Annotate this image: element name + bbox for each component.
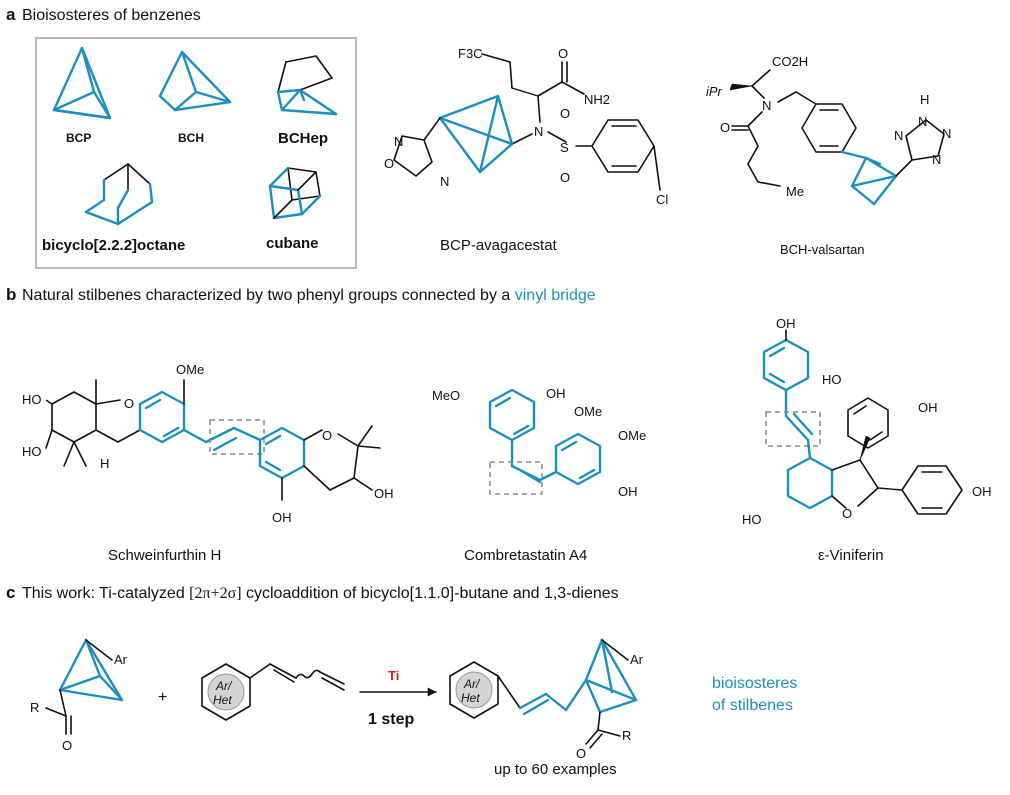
avagacestat-ox-o: O bbox=[384, 156, 394, 171]
bioisostere-tag-line1: bioisosteres bbox=[712, 675, 797, 692]
avagacestat-ox-n2: N bbox=[440, 174, 449, 189]
bioisostere-box bbox=[35, 37, 357, 269]
viniferin-structure: OH HO O OH HO OH bbox=[742, 316, 992, 527]
bcb-reactant: Ar R O bbox=[30, 638, 128, 753]
section-a: a Bioisosteres of benzenes BCP BCH bbox=[6, 5, 951, 269]
viniferin-oh-top: OH bbox=[776, 316, 796, 331]
bicyclooctane-structure bbox=[84, 163, 154, 226]
product-r: R bbox=[622, 728, 631, 743]
valsartan-tz-n1: N bbox=[918, 114, 927, 129]
bicyclooctane-label: bicyclo[2.2.2]octane bbox=[42, 237, 185, 254]
combretastatin-ome2: OMe bbox=[618, 428, 646, 443]
bcp-label: BCP bbox=[66, 131, 91, 145]
r1-r: R bbox=[30, 700, 39, 715]
section-b: b Natural stilbenes characterized by two… bbox=[6, 285, 992, 564]
valsartan-tz-n4: N bbox=[894, 128, 903, 143]
avagacestat-n: N bbox=[534, 124, 543, 139]
valsartan-name: BCH-valsartan bbox=[780, 242, 865, 257]
plus-sign: + bbox=[158, 689, 167, 706]
catalyst-ti: Ti bbox=[388, 668, 399, 683]
viniferin-ho: HO bbox=[822, 372, 842, 387]
combretastatin-structure: MeO OH OMe OMe OH bbox=[432, 386, 646, 499]
valsartan-tz-h: H bbox=[920, 92, 929, 107]
step-count: 1 step bbox=[368, 711, 414, 728]
r1-o: O bbox=[62, 738, 72, 753]
schweinfurthin-o1: O bbox=[124, 396, 134, 411]
viniferin-ho-bot: HO bbox=[742, 512, 762, 527]
avagacestat-so-o2: O bbox=[560, 170, 570, 185]
product-ar-label: Ar bbox=[630, 652, 644, 667]
cubane-label: cubane bbox=[266, 235, 319, 252]
valsartan-tz-n2: N bbox=[942, 126, 951, 141]
section-a-title: Bioisosteres of benzenes bbox=[22, 7, 201, 24]
schweinfurthin-structure: OMe HO HO H O bbox=[22, 362, 394, 525]
section-c-title-a: This work: Ti-catalyzed bbox=[22, 585, 189, 602]
reaction-arrow: Ti 1 step bbox=[359, 668, 437, 728]
combretastatin-ome1: OMe bbox=[574, 404, 602, 419]
valsartan-me: Me bbox=[786, 184, 804, 199]
r1-ar: Ar bbox=[114, 652, 128, 667]
section-b-title: Natural stilbenes characterized by two p… bbox=[22, 287, 596, 304]
combretastatin-oh1: OH bbox=[546, 386, 566, 401]
avagacestat-s: S bbox=[560, 140, 569, 155]
combretastatin-oh2: OH bbox=[618, 484, 638, 499]
schweinfurthin-ho2: HO bbox=[22, 444, 42, 459]
bchep-label: BCHep bbox=[278, 130, 328, 147]
schweinfurthin-vinyl-box bbox=[209, 419, 265, 455]
section-c-title-c: cycloaddition of bicyclo[1.1.0]-butane a… bbox=[242, 585, 619, 602]
bioisostere-tag-line2: of stilbenes bbox=[712, 697, 793, 714]
product-o: O bbox=[576, 746, 586, 761]
bch-label: BCH bbox=[178, 131, 204, 145]
avagacestat-amide-o: O bbox=[558, 46, 568, 61]
product-ar: Ar/ bbox=[463, 677, 481, 691]
section-c-title: This work: Ti-catalyzed [2π+2σ] cycloadd… bbox=[22, 585, 619, 602]
valsartan-n: N bbox=[762, 98, 771, 113]
bchep-structure bbox=[276, 55, 338, 116]
r2-ar: Ar/ bbox=[215, 679, 233, 693]
bch-structure bbox=[158, 50, 232, 112]
section-a-letter: a bbox=[6, 5, 16, 24]
section-b-title-text: Natural stilbenes characterized by two p… bbox=[22, 287, 515, 304]
valsartan-structure: CO2H iPr N O Me bbox=[706, 54, 951, 206]
cubane-structure bbox=[268, 166, 322, 220]
diene-reactant: Ar/ Het bbox=[201, 663, 345, 721]
valsartan-co2h: CO2H bbox=[772, 54, 808, 69]
section-c-title-b: [2π+2σ] bbox=[189, 585, 241, 602]
avagacestat-cl: Cl bbox=[656, 192, 668, 207]
avagacestat-cf3: F3C bbox=[458, 46, 483, 61]
avagacestat-so-o1: O bbox=[560, 106, 570, 121]
combretastatin-meo: MeO bbox=[432, 388, 460, 403]
section-c-letter: c bbox=[6, 583, 15, 602]
section-b-letter: b bbox=[6, 285, 16, 304]
product-structure: Ar/ Het Ar O R bbox=[449, 638, 644, 761]
examples-note: up to 60 examples bbox=[494, 761, 617, 778]
bcp-structure bbox=[52, 46, 112, 120]
section-b-title-highlight: vinyl bridge bbox=[515, 287, 596, 304]
viniferin-o: O bbox=[842, 506, 852, 521]
schweinfurthin-name: Schweinfurthin H bbox=[108, 547, 221, 564]
schweinfurthin-ome: OMe bbox=[176, 362, 204, 377]
valsartan-tz-n3: N bbox=[932, 152, 941, 167]
avagacestat-name: BCP-avagacestat bbox=[440, 237, 558, 254]
section-c: c This work: Ti-catalyzed [2π+2σ] cycloa… bbox=[6, 583, 797, 778]
avagacestat-nh2: NH2 bbox=[584, 92, 610, 107]
schweinfurthin-oh2: OH bbox=[272, 510, 292, 525]
avagacestat-structure: F3C O NH2 N S O O Cl bbox=[384, 46, 668, 207]
viniferin-oh-far: OH bbox=[972, 484, 992, 499]
avagacestat-ox-n1: N bbox=[394, 134, 403, 149]
r2-het: Het bbox=[213, 693, 232, 707]
combretastatin-name: Combretastatin A4 bbox=[464, 547, 587, 564]
schweinfurthin-o2: O bbox=[322, 428, 332, 443]
viniferin-vinyl-box bbox=[765, 411, 821, 447]
valsartan-ipr: iPr bbox=[706, 84, 723, 99]
schweinfurthin-ho1: HO bbox=[22, 392, 42, 407]
valsartan-o: O bbox=[720, 120, 730, 135]
viniferin-name: ε-Viniferin bbox=[818, 547, 884, 564]
product-het: Het bbox=[461, 691, 480, 705]
schweinfurthin-h: H bbox=[100, 456, 109, 471]
schweinfurthin-oh1: OH bbox=[374, 486, 394, 501]
viniferin-oh-r: OH bbox=[918, 400, 938, 415]
